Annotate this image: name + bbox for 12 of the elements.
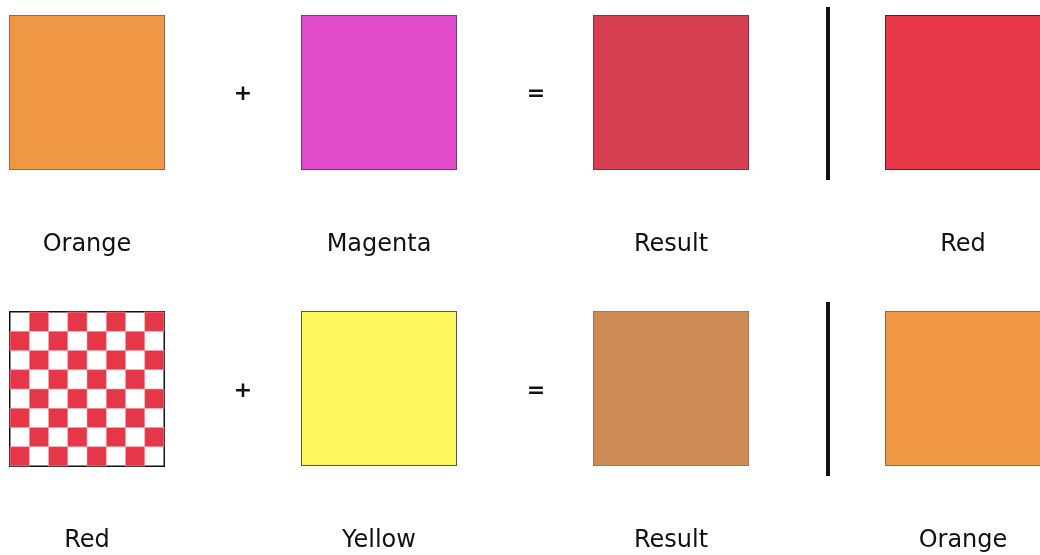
color-name: Red (63, 524, 111, 554)
color-name: Yellow (341, 524, 417, 554)
color-name: Orange (917, 524, 1009, 554)
operator-sign: = (526, 82, 546, 104)
color-name: Result (632, 524, 710, 554)
operator-sign: + (233, 82, 253, 104)
color-name: Orange (41, 228, 133, 258)
color-name: Red (939, 228, 987, 258)
color-name: Result (632, 228, 710, 258)
operator-sign: = (526, 379, 546, 401)
operator-sign: + (233, 379, 253, 401)
color-name: Magenta (325, 228, 433, 258)
